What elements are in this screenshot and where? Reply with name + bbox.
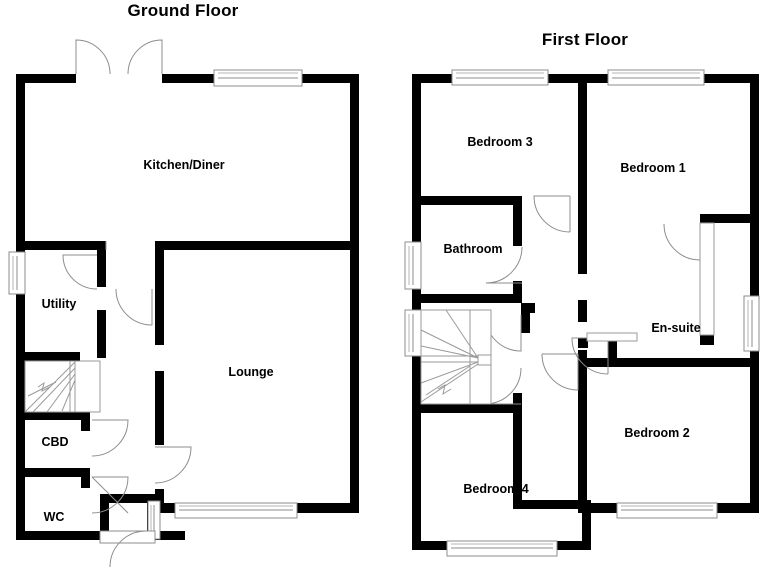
wall-ff-central-upper xyxy=(578,74,587,274)
wall-ff-b1-stub-c xyxy=(700,335,714,345)
door-ff-ensuite xyxy=(571,337,609,375)
wall-ff-bottom-right xyxy=(582,503,617,513)
wall-ff-bottom-right2 xyxy=(717,503,759,513)
door-ff-bedroom2 xyxy=(541,353,579,391)
wall-ff-ensuite-bottom xyxy=(578,358,759,367)
room-label-wc: WC xyxy=(43,510,65,524)
wall-gf-left-upper xyxy=(16,74,25,246)
door-gf-hall-kitchen xyxy=(115,288,153,326)
wall-ff-left-lower xyxy=(412,355,421,541)
wall-gf-right-outer xyxy=(350,74,359,513)
wall-ff-bottom-left2 xyxy=(556,541,591,550)
room-label-cbd: CBD xyxy=(41,435,69,449)
wall-ff-bathroom-right-upper xyxy=(513,196,522,246)
wall-ff-right-upper xyxy=(750,74,759,296)
wall-ff-ensuite-left xyxy=(608,338,617,366)
door-ff-bedroom1-cupboard xyxy=(663,223,701,261)
wall-gf-kitchen-bottom-left xyxy=(16,241,106,250)
ground-floor-title: Ground Floor xyxy=(127,1,239,20)
room-label-bedroom-1: Bedroom 1 xyxy=(620,161,686,175)
wall-gf-lounge-left-lower xyxy=(155,371,164,445)
wall-gf-utility-bottom xyxy=(16,352,80,361)
wall-ff-left-upper xyxy=(412,74,421,242)
first-floor-title: First Floor xyxy=(541,30,629,49)
wall-gf-cbd-right xyxy=(81,411,90,431)
door-gf-lounge xyxy=(154,446,192,484)
wall-ff-bathroom-bottom xyxy=(412,294,520,303)
ground-floor-walls xyxy=(16,74,359,540)
first-floor-doors xyxy=(484,195,701,405)
wall-gf-bottom-porch-right xyxy=(155,531,185,540)
first-floor-stairs xyxy=(420,309,492,405)
wall-ff-bathroom-top xyxy=(412,196,522,205)
wall-gf-bottom-lounge-right xyxy=(297,503,359,513)
door-gf-wc xyxy=(91,476,129,514)
ground-floor-windows xyxy=(8,69,303,544)
ground-floor-doors xyxy=(62,39,192,568)
door-ff-bedroom3 xyxy=(533,195,571,233)
wall-ff-right-lower xyxy=(750,350,759,513)
wall-ff-bedroom4-right xyxy=(513,393,522,508)
room-label-kitchen-diner: Kitchen/Diner xyxy=(143,158,225,172)
wall-gf-top-left xyxy=(16,74,76,83)
wall-ff-top-right xyxy=(704,74,759,83)
room-label-lounge: Lounge xyxy=(228,365,274,379)
wall-gf-bottom-lounge-left xyxy=(155,503,175,513)
wall-ff-landing-bottom xyxy=(421,404,521,413)
wall-gf-top-mid xyxy=(162,74,214,83)
room-label-en-suite: En-suite xyxy=(651,321,701,335)
room-label-bedroom-4: Bedroom 4 xyxy=(463,482,529,496)
wall-ff-ensuite-top xyxy=(578,338,588,348)
room-label-bedroom-2: Bedroom 2 xyxy=(624,426,690,440)
door-gf-french-right xyxy=(127,39,163,75)
wall-ff-top-left xyxy=(412,74,452,83)
room-label-utility: Utility xyxy=(41,297,77,311)
ground-floor-stairs xyxy=(24,360,101,413)
room-label-bathroom: Bathroom xyxy=(443,242,503,256)
wall-gf-lounge-top xyxy=(155,241,359,250)
wall-ff-central-mid xyxy=(578,300,587,322)
wall-gf-hall-bottom xyxy=(100,494,155,503)
wall-ff-bedroom4-right2 xyxy=(513,500,591,509)
wall-gf-cbd-bottom xyxy=(16,468,90,477)
wall-gf-cbd-top xyxy=(16,411,90,420)
stair-direction-arrow-ff xyxy=(425,365,471,396)
first-floor-windows xyxy=(404,69,760,557)
wall-ff-bedroom2-left xyxy=(578,367,587,513)
door-gf-french-left xyxy=(75,39,111,75)
wall-gf-utility-right-lower xyxy=(97,310,106,358)
door-gf-cbd xyxy=(91,419,129,457)
wall-ff-b1-stub-b xyxy=(700,214,750,223)
door-gf-utility xyxy=(62,254,98,290)
wall-gf-hall-vertical xyxy=(100,494,109,540)
room-label-bedroom-3: Bedroom 3 xyxy=(467,135,533,149)
wall-gf-lounge-left-upper xyxy=(155,241,164,345)
wall-ff-bottom-left xyxy=(412,541,447,550)
first-floor-thin-lines xyxy=(586,222,715,342)
wall-gf-bottom-left xyxy=(16,531,100,540)
first-floor-walls xyxy=(412,74,759,550)
wall-ff-landing-top-right xyxy=(521,303,530,333)
wall-gf-top-right xyxy=(300,74,359,83)
wall-ff-bathroom-right-lower xyxy=(513,281,522,303)
wall-gf-utility-right xyxy=(97,241,106,287)
wall-ff-bottom-step-vert xyxy=(582,503,591,550)
wall-gf-wc-right xyxy=(81,468,90,488)
